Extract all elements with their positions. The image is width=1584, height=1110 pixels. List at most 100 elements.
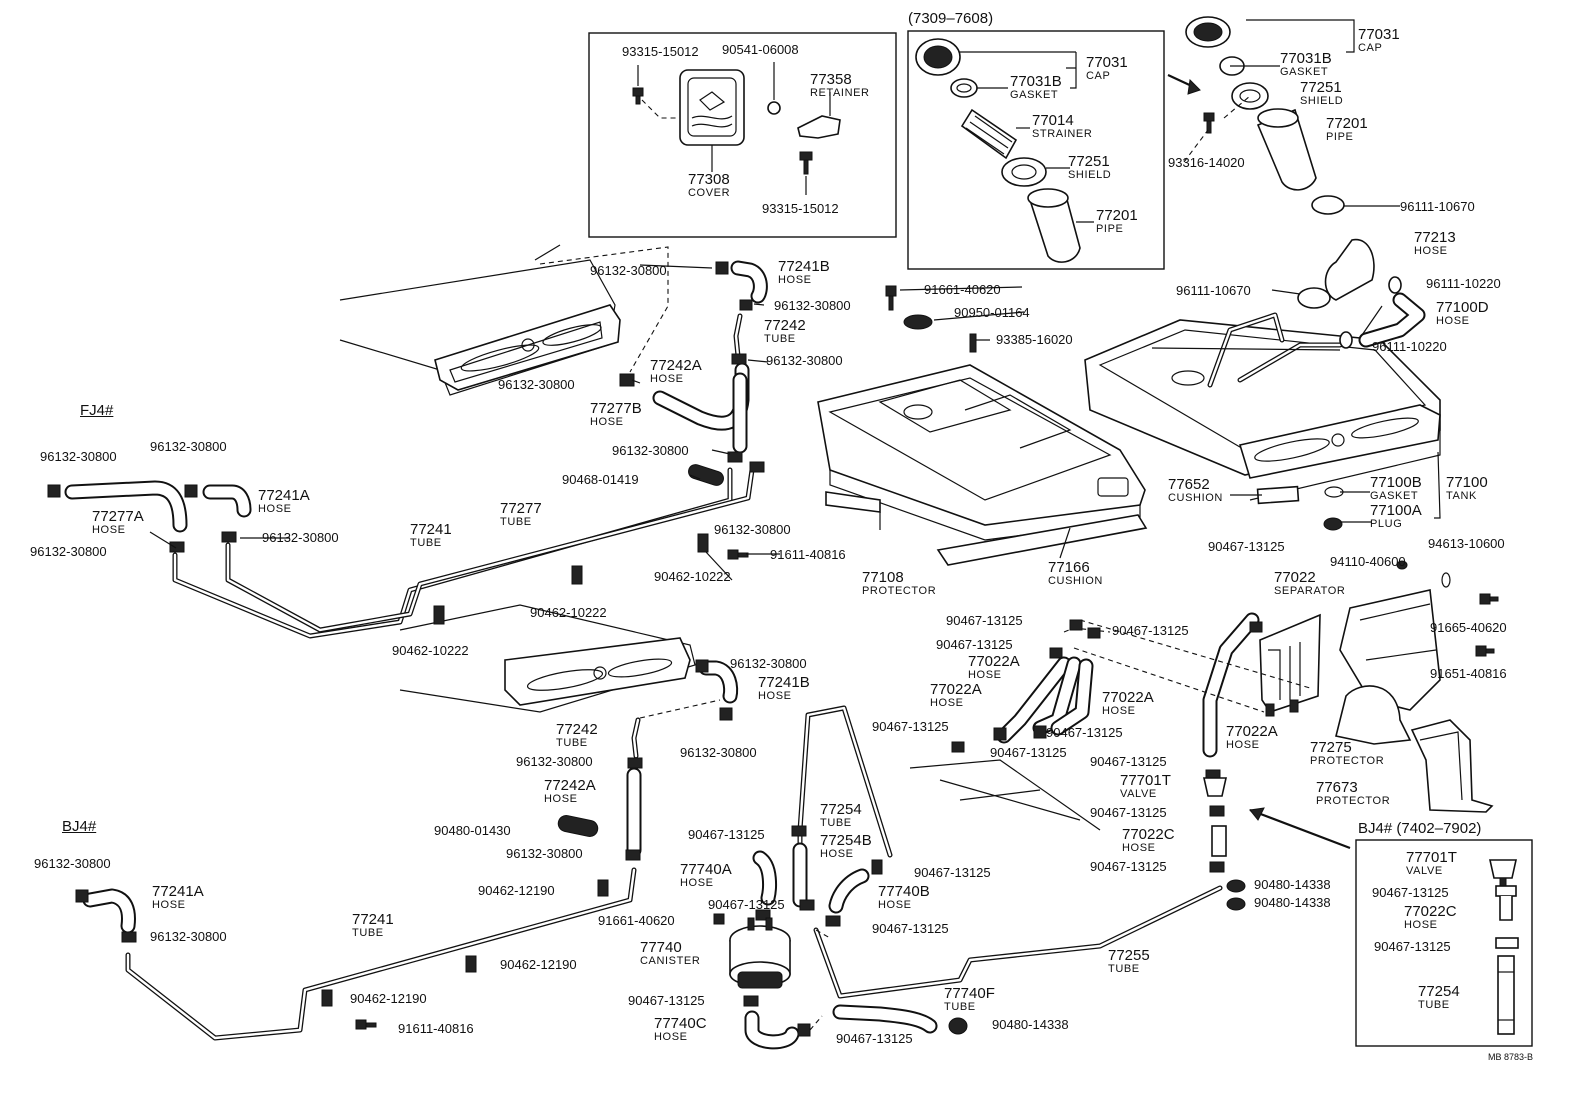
part-name: TUBE <box>1108 963 1140 975</box>
part-name: PIPE <box>1326 131 1354 143</box>
part-number: 90462-10222 <box>530 605 607 620</box>
part-number: 91611-40816 <box>398 1021 474 1036</box>
part-label-90467-13125-5: 90467-13125 <box>872 720 949 733</box>
part-number: 90462-12190 <box>500 957 577 972</box>
cover-inset <box>588 32 897 238</box>
part-number: 93385-16020 <box>996 332 1073 347</box>
part-name: HOSE <box>654 1031 688 1043</box>
part-label-96111-10670-a: 96111-10670 <box>1400 200 1475 213</box>
part-label-96132-30800-12: 96132-30800 <box>680 746 757 759</box>
part-name: PROTECTOR <box>1316 795 1391 807</box>
part-number: 90467-13125 <box>1090 805 1167 820</box>
part-label-90467-13125-16: 90467-13125 <box>836 1032 913 1045</box>
part-name: TUBE <box>500 516 532 528</box>
part-label-90467-13125-7: 90467-13125 <box>990 746 1067 759</box>
part-number: 77100B <box>1370 474 1422 491</box>
part-number: 96132-30800 <box>680 745 757 760</box>
part-name: HOSE <box>680 877 714 889</box>
part-number: 90480-01430 <box>434 823 511 838</box>
part-name: HOSE <box>820 848 854 860</box>
part-number: 96111-10670 <box>1400 199 1475 214</box>
part-label-96132-30800-9: 96132-30800 <box>30 545 107 558</box>
bj4-range-header: BJ4# (7402–7902) <box>1358 820 1482 837</box>
part-number: 77652 <box>1168 476 1210 493</box>
part-number: 90467-13125 <box>1112 623 1189 638</box>
part-label-96132-30800-13: 96132-30800 <box>516 755 593 768</box>
part-label-90467-13125-2: 90467-13125 <box>946 614 1023 627</box>
part-number: 77242A <box>650 357 702 374</box>
part-number: 77277 <box>500 500 542 517</box>
part-number: 96132-30800 <box>516 754 593 769</box>
part-label-90462-12190-c: 90462-12190 <box>350 992 427 1005</box>
part-number: 77701T <box>1406 849 1457 866</box>
part-number: 77100A <box>1370 502 1422 519</box>
part-label-90467-13125-12: 90467-13125 <box>914 866 991 879</box>
part-name: TANK <box>1446 490 1477 502</box>
part-name: HOSE <box>1414 245 1448 257</box>
separator-assembly <box>951 560 1499 873</box>
part-number: 90467-13125 <box>1208 539 1285 554</box>
part-label-96132-30800-14: 96132-30800 <box>506 847 583 860</box>
part-label-90467-13125-6: 90467-13125 <box>1046 726 1123 739</box>
part-number: 91611-40816 <box>770 547 846 562</box>
upper-fj4-tank <box>339 244 621 396</box>
part-name: STRAINER <box>1032 128 1093 140</box>
part-label-90462-12190-b: 90462-12190 <box>500 958 577 971</box>
part-label-96132-30800-6: 96132-30800 <box>714 523 791 536</box>
part-label-96132-30800-11: 96132-30800 <box>730 657 807 670</box>
part-name: HOSE <box>258 503 292 515</box>
part-name: TUBE <box>556 737 588 749</box>
part-number: 91661-40620 <box>924 282 1001 297</box>
part-label-96132-30800-7: 96132-30800 <box>40 450 117 463</box>
part-name: HOSE <box>930 697 964 709</box>
part-number: 91661-40620 <box>598 913 675 928</box>
bj4-header: BJ4# <box>62 818 97 835</box>
part-name: VALVE <box>1406 865 1443 877</box>
part-number: 77022 <box>1274 569 1316 586</box>
part-label-94613-10600: 94613-10600 <box>1428 537 1505 550</box>
part-name: HOSE <box>544 793 578 805</box>
part-number: 77740F <box>944 985 995 1002</box>
part-label-90467-13125-4: 90467-13125 <box>936 638 1013 651</box>
part-label-91651-40816: 91651-40816 <box>1430 667 1507 680</box>
part-label-90950-01164: 90950-01164 <box>954 306 1030 319</box>
part-label-91665-40620: 91665-40620 <box>1430 621 1507 634</box>
part-number: 77022C <box>1122 826 1175 843</box>
part-label-93385-16020: 93385-16020 <box>996 333 1073 346</box>
part-number: 96132-30800 <box>34 856 111 871</box>
part-label-96132-30800-4: 96132-30800 <box>498 378 575 391</box>
part-number: 77241 <box>410 521 452 538</box>
part-number: 77100D <box>1436 299 1489 316</box>
part-number: 90462-10222 <box>654 569 731 584</box>
part-label-90467-13125-17: 90467-13125 <box>1372 886 1449 899</box>
part-label-90541-06008: 90541-06008 <box>722 43 799 56</box>
part-label-90467-13125-8: 90467-13125 <box>1090 755 1167 768</box>
part-number: 96132-30800 <box>506 846 583 861</box>
part-number: 93316-14020 <box>1168 155 1245 170</box>
part-number: 77242A <box>544 777 596 794</box>
fj4-header: FJ4# <box>80 402 114 419</box>
